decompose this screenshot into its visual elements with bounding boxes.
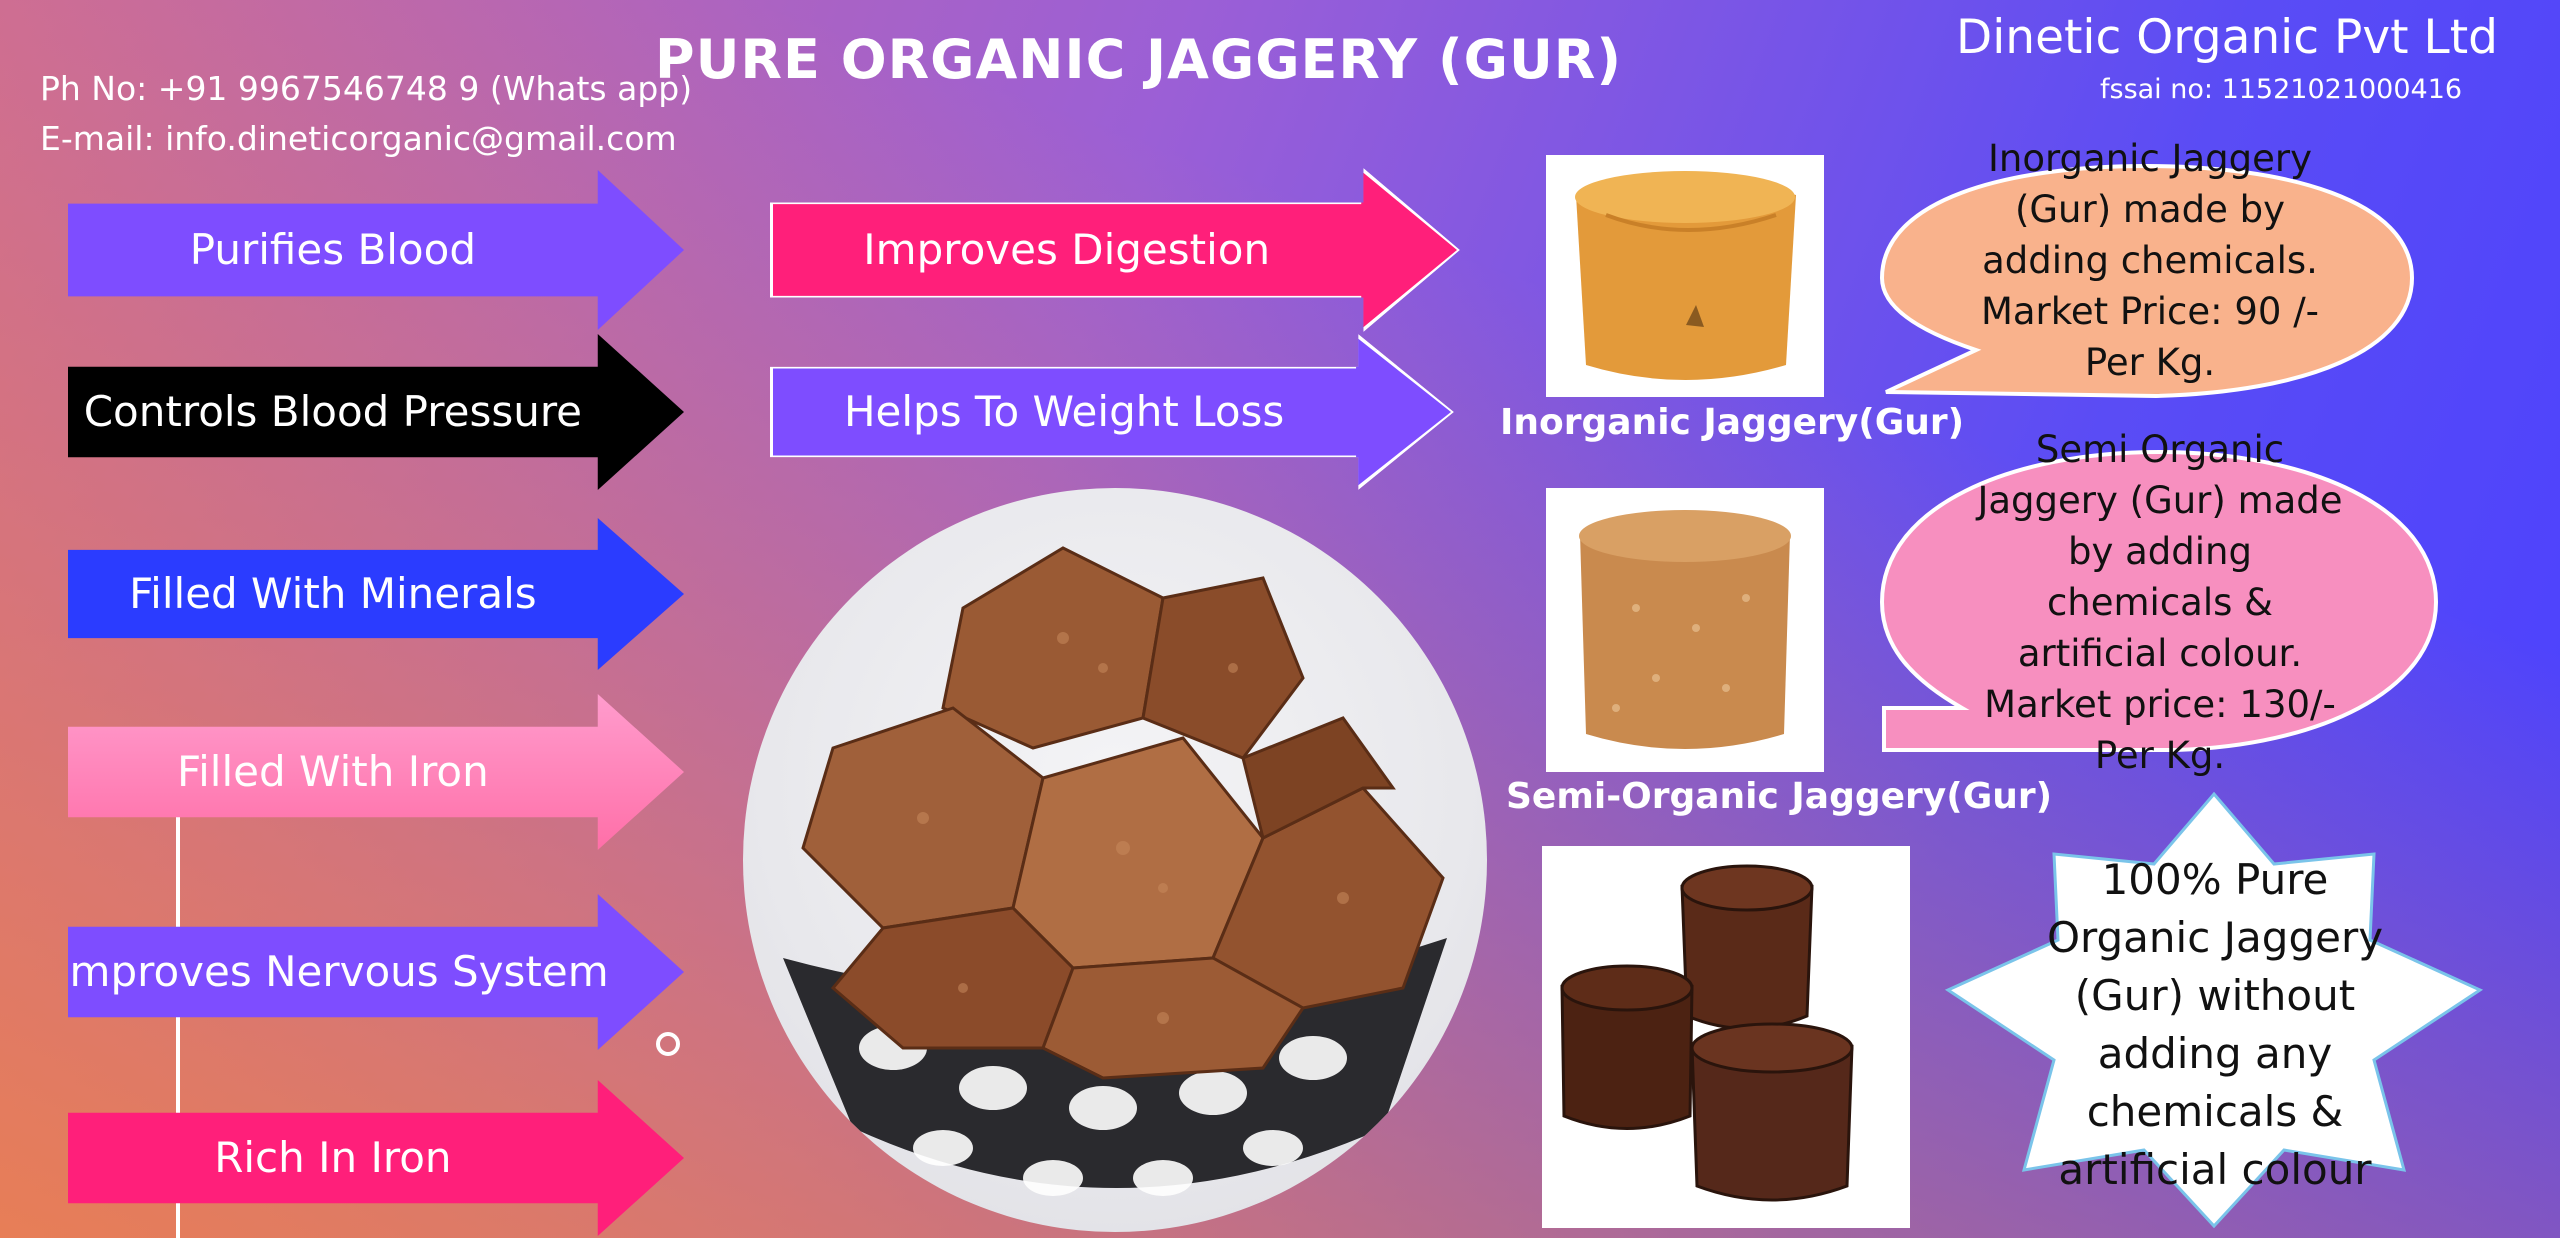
benefit-arrow-nervous-system: Improves Nervous System bbox=[68, 894, 684, 1050]
benefit-label: Filled With Minerals bbox=[129, 569, 537, 619]
organic-jaggery-photo bbox=[1542, 846, 1910, 1228]
benefit-label: Rich In Iron bbox=[214, 1133, 452, 1183]
semi-organic-jaggery-caption: Semi-Organic Jaggery(Gur) bbox=[1506, 776, 2053, 817]
phone-number: Ph No: +91 9967546748 9 (Whats app) bbox=[40, 69, 693, 108]
benefit-arrow-weight-loss: Helps To Weight Loss bbox=[770, 334, 1454, 490]
benefit-label: Helps To Weight Loss bbox=[843, 387, 1285, 437]
organic-jaggery-illustration bbox=[1542, 846, 1910, 1228]
benefit-label: Controls Blood Pressure bbox=[83, 387, 583, 437]
contact-info: Ph No: +91 9967546748 9 (Whats app) E-ma… bbox=[40, 64, 692, 164]
jaggery-bowl-illustration bbox=[783, 546, 1447, 1196]
benefit-arrow-blood-pressure: Controls Blood Pressure bbox=[68, 334, 684, 490]
benefit-arrow-iron: Filled With Iron bbox=[68, 694, 684, 850]
semi-organic-jaggery-illustration bbox=[1546, 488, 1824, 772]
semi-organic-description: Semi Organic Jaggery (Gur) made by addin… bbox=[1977, 427, 2343, 777]
benefit-label: Filled With Iron bbox=[177, 747, 489, 797]
page-title: PURE ORGANIC JAGGERY (GUR) bbox=[655, 28, 1623, 91]
company-name: Dinetic Organic Pvt Ltd bbox=[1956, 10, 2498, 65]
benefit-arrow-digestion: Improves Digestion bbox=[770, 168, 1460, 332]
benefit-arrow-purifies-blood: Purifies Blood bbox=[68, 170, 684, 330]
benefit-label: Improves Digestion bbox=[863, 225, 1271, 275]
benefit-label: Improves Nervous System bbox=[57, 947, 609, 997]
jaggery-bowl-photo bbox=[743, 488, 1487, 1232]
benefit-arrow-minerals: Filled With Minerals bbox=[68, 518, 684, 670]
organic-star-burst bbox=[1944, 791, 2484, 1229]
timeline-dot bbox=[656, 1032, 680, 1056]
inorganic-description: Inorganic Jaggery (Gur) made by adding c… bbox=[1980, 136, 2320, 384]
inorganic-jaggery-photo bbox=[1546, 155, 1824, 397]
email-address: E-mail: info.dineticorganic@gmail.com bbox=[40, 119, 677, 158]
inorganic-jaggery-illustration bbox=[1546, 155, 1824, 397]
fssai-number: fssai no: 11521021000416 bbox=[2100, 74, 2463, 105]
semi-organic-jaggery-photo bbox=[1546, 488, 1824, 772]
organic-description: 100% Pure Organic Jaggery (Gur) without … bbox=[2046, 855, 2384, 1194]
semi-organic-bubble bbox=[1879, 449, 2439, 752]
inorganic-jaggery-caption: Inorganic Jaggery(Gur) bbox=[1500, 402, 1965, 443]
benefit-label: Purifies Blood bbox=[189, 225, 476, 275]
inorganic-bubble bbox=[1879, 163, 2415, 399]
benefit-arrow-rich-iron: Rich In Iron bbox=[68, 1080, 684, 1236]
